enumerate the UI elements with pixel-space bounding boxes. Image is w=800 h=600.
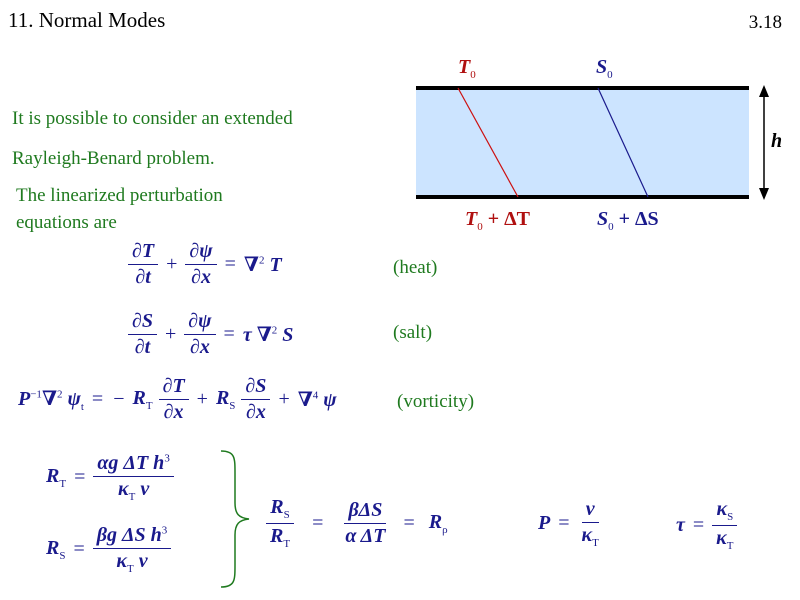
intro-line-4: equations are [16, 212, 117, 233]
intro-line-1: It is possible to consider an extended [12, 108, 293, 129]
height-arrow-head-up [759, 85, 769, 97]
heat-equation: ∂T∂t + ∂ψ∂x = ∇2 T [128, 240, 282, 289]
vorticity-label: (vorticity) [397, 391, 475, 412]
salinity-bottom-label: S0 + ΔS [597, 208, 659, 233]
salt-label: (salt) [393, 322, 433, 343]
convection-layer-diagram [416, 85, 769, 200]
heat-label: (heat) [393, 257, 438, 278]
slide-title: 11. Normal Modes [8, 8, 166, 32]
intro-line-3: The linearized perturbation [16, 185, 223, 206]
salinity-profile-line [597, 87, 649, 198]
intro-line-2: Rayleigh-Benard problem. [12, 148, 215, 169]
height-arrow-head-down [759, 188, 769, 200]
fluid-layer [416, 88, 749, 197]
vorticity-equation: P−1∇2 ψt = − RT ∂T∂x + RS ∂S∂x + ∇4 ψ [18, 375, 337, 423]
temperature-top-label: T0 [458, 56, 476, 81]
salt-equation: ∂S∂t + ∂ψ∂x = τ ∇2 S [128, 310, 293, 359]
slide-number: 3.18 [748, 12, 782, 33]
temperature-bottom-label: T0 + ΔT [465, 208, 530, 233]
curly-brace [220, 450, 250, 588]
temperature-profile-line [457, 87, 519, 198]
height-label: h [771, 130, 783, 152]
salinity-top-label: S0 [596, 56, 613, 81]
